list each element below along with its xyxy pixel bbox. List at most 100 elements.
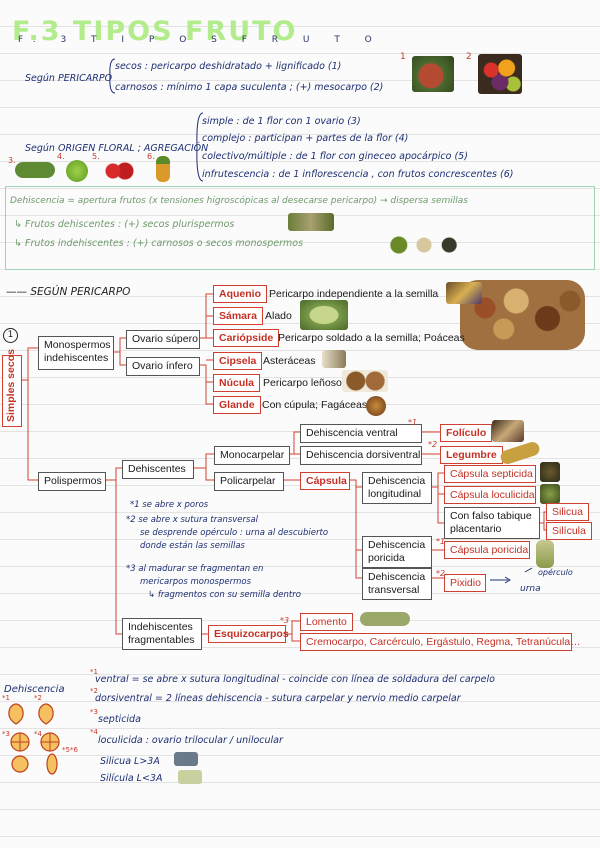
septicida-image [540, 462, 560, 482]
silicua-def: Silicua L>3A [100, 756, 160, 767]
num-3: 3. [8, 156, 16, 165]
nucula-image [342, 370, 388, 392]
marker-1: *1 [408, 418, 417, 427]
foliculo-image [492, 420, 524, 442]
num-5: 5. [92, 152, 100, 161]
ovario-infero-box: Ovario ínfero [126, 357, 200, 376]
loculicida-image [540, 484, 560, 504]
dehiscencia-transversal-box: Dehiscencia transversal [362, 568, 432, 600]
indehiscentes-fragmentables-box: Indehiscentes fragmentables [122, 618, 202, 650]
carnosos-line: carnosos : mínimo 1 capa suculenta ; (+)… [115, 82, 383, 93]
cipsela-box: Cipsela [213, 352, 262, 370]
dehiscencia-poricida-box: Dehiscencia poricida [362, 536, 432, 568]
bottom-mark-5: *5 [62, 746, 70, 754]
dehiscencia-longitudinal-box: Dehiscencia longitudinal [362, 472, 432, 504]
dehiscent-fruits-image [288, 213, 334, 231]
note-1: *1 se abre x poros [130, 500, 208, 510]
note-7: ↳ fragmentos con su semilla dentro [148, 590, 301, 600]
falso-tabique-box: Con falso tabique placentario [444, 507, 540, 539]
urna-label: urna [520, 584, 541, 594]
dehiscencia-dorsiventral-box: Dehiscencia dorsiventral [300, 446, 422, 465]
silicula-def: Silícula L<3A [100, 773, 162, 784]
aquenio-image [446, 282, 482, 304]
lomento-image [360, 612, 410, 626]
loculicida-def: loculicida : ovario trilocular / unilocu… [98, 735, 283, 746]
bottom-mark-3b: *3 [2, 730, 10, 738]
dehiscent-fruits-line: ↳ Frutos dehiscentes : (+) secos plurisp… [14, 219, 234, 230]
glande-box: Glande [213, 396, 261, 414]
capsula-poricida-box: Cápsula poricida [444, 541, 530, 559]
esquizocarpos-list-box: Cremocarpo, Carcérculo, Ergástulo, Regma… [300, 633, 572, 651]
silicua-image [174, 752, 198, 766]
monocarpelar-box: Monocarpelar [214, 446, 290, 465]
operculo-label: opérculo [538, 568, 573, 577]
root-label: Simples secos [5, 358, 17, 422]
pixidio-box: Pixidio [444, 574, 486, 592]
foliculo-box: Folículo [440, 424, 492, 442]
raspberry-image [104, 162, 134, 180]
glande-image [366, 396, 386, 416]
bottom-mark-1b: *1 [2, 694, 10, 702]
legumbre-box: Legumbre [440, 446, 503, 464]
samara-desc: Alado [265, 310, 292, 322]
samara-box: Sámara [213, 307, 263, 325]
silicula-box: Silícula [546, 522, 592, 540]
note-4: donde están las semillas [140, 541, 245, 551]
capsula-box: Cápsula [300, 472, 350, 490]
note-5: *3 al madurar se fragmentan en [126, 564, 263, 574]
note-2: *2 se abre x sutura transversal [126, 515, 258, 525]
num-4: 4. [57, 152, 65, 161]
silicula-image [178, 770, 202, 784]
pericarpo-label: Según PERICARPO [25, 73, 112, 84]
nucula-desc: Pericarpo leñoso [263, 377, 342, 389]
mono-box: Monospermos indehiscentes [38, 336, 114, 370]
aquenio-desc: Pericarpo independiente a la semilla [269, 288, 438, 300]
cariopside-desc: Pericarpo soldado a la semilla; Poáceas [278, 332, 465, 344]
cipsela-image [322, 350, 346, 368]
bean-image [15, 162, 55, 178]
ventral-def: ventral = se abre x sutura longitudinal … [95, 674, 495, 685]
cipsela-desc: Asteráceas [263, 355, 316, 367]
cariopside-box: Cariópside [213, 329, 279, 347]
esquizocarpos-box: Esquizocarpos [208, 625, 286, 643]
bottom-mark-4: *4 [90, 728, 98, 736]
dehiscentes-box: Dehiscentes [122, 460, 194, 479]
silicua-box: Silicua [546, 503, 589, 521]
origen-label: Según ORIGEN FLORAL ; AGREGACIÓN [25, 143, 208, 154]
poli-box: Polispermos [38, 472, 106, 491]
pineapple-image [156, 156, 170, 182]
nucula-box: Núcula [213, 374, 260, 392]
note-6: mericarpos monospermos [140, 577, 251, 587]
septicida-def: septicida [98, 714, 141, 725]
dorsiventral-def: dorsiventral = 2 líneas dehiscencia - su… [95, 693, 461, 704]
ovario-supero-box: Ovario súpero [126, 330, 200, 349]
dehiscence-definition: Dehiscencia = apertura frutos (x tension… [10, 196, 468, 206]
samara-image [300, 300, 348, 330]
page-subtitle: F. 3 T I P O S F R U T O [18, 35, 383, 45]
secos-line: secos : pericarpo deshidratado + lignifi… [115, 61, 341, 72]
note-3: se desprende opérculo : urna al descubie… [140, 528, 328, 538]
aquenio-box: Aquenio [213, 285, 267, 303]
policarpelar-box: Policarpelar [214, 472, 284, 491]
indehiscent-fruits-line: ↳ Frutos indehiscentes : (+) carnosos o … [14, 238, 303, 249]
dry-fruit-image [412, 56, 454, 92]
fleshy-fruits-image [478, 54, 522, 94]
indehiscent-fruits-image [388, 235, 460, 255]
dehiscence-drawings [0, 698, 90, 778]
marker-2: *2 [428, 440, 437, 449]
num-6: 6. [147, 152, 155, 161]
bottom-mark-6: *6 [70, 746, 78, 754]
bottom-mark-3: *3 [90, 708, 98, 716]
complejo-line: complejo : participan + partes de la flo… [202, 133, 408, 144]
capsula-loculicida-box: Cápsula loculicida [444, 486, 536, 504]
num-1: 1 [400, 52, 406, 62]
num-2: 2 [466, 52, 472, 62]
poricida-image [536, 540, 554, 568]
glande-desc: Con cúpula; Fagáceas [262, 399, 367, 411]
marker-3: *3 [280, 616, 289, 625]
simple-line: simple : de 1 flor con 1 ovario (3) [202, 116, 361, 127]
bottom-mark-4b: *4 [34, 730, 42, 738]
infrutescencia-line: infrutescencia : de 1 inflorescencia , c… [202, 169, 513, 180]
dehiscencia-ventral-box: Dehiscencia ventral [300, 424, 422, 443]
lomento-box: Lomento [300, 613, 353, 631]
